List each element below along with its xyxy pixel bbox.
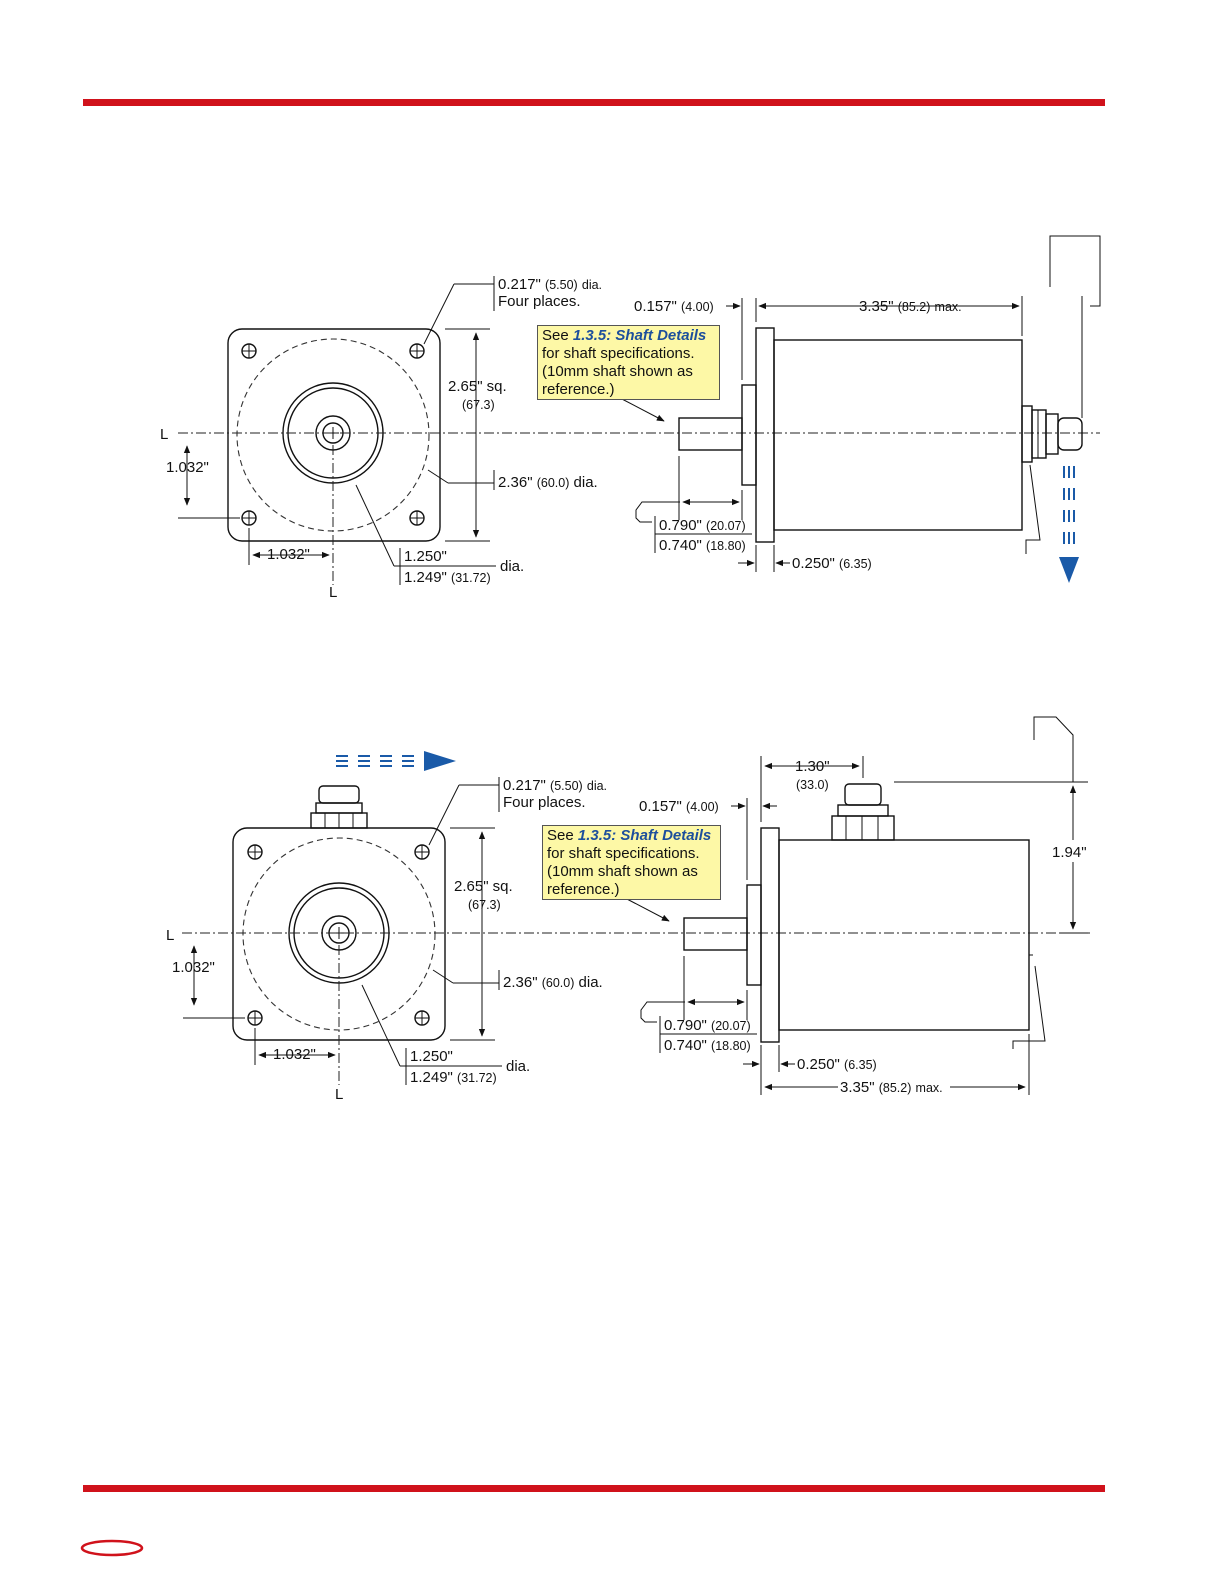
svg-text:0.740" (18.80): 0.740" (18.80) — [664, 1037, 751, 1054]
front-view-rear-connector: L L 0.217" (5.50) dia. Four places. 2.65… — [160, 276, 1100, 601]
svg-text:dia.: dia. — [500, 558, 524, 575]
svg-text:1.250": 1.250" — [410, 1048, 453, 1065]
svg-text:1.30": 1.30" — [795, 758, 830, 775]
svg-text:1.250": 1.250" — [404, 548, 447, 565]
svg-text:Four places.: Four places. — [498, 293, 581, 310]
svg-text:1.249" (31.72): 1.249" (31.72) — [404, 569, 491, 586]
logo-icon — [80, 1539, 144, 1557]
side-view-side-connector: 1.30" (33.0) 1.94" 0.157" (4.00) 0.790" … — [624, 716, 1090, 1096]
svg-text:dia.: dia. — [506, 1058, 530, 1075]
centerline-label: L — [166, 927, 174, 944]
cable-direction-arrow-icon — [1059, 466, 1079, 583]
svg-text:0.740" (18.80): 0.740" (18.80) — [659, 537, 746, 554]
svg-text:(33.0): (33.0) — [796, 778, 829, 792]
svg-text:1.94": 1.94" — [1052, 844, 1087, 861]
svg-text:0.157" (4.00): 0.157" (4.00) — [639, 798, 719, 815]
shaft-details-link[interactable]: 1.3.5: Shaft Details — [577, 827, 712, 844]
svg-text:2.36" (60.0) dia.: 2.36" (60.0) dia. — [503, 974, 603, 991]
shaft-details-link[interactable]: 1.3.5: Shaft Details — [572, 327, 707, 344]
shaft-details-note: See 1.3.5: Shaft Details for shaft speci… — [542, 825, 721, 900]
centerline-label: L — [329, 584, 337, 601]
svg-text:(67.3): (67.3) — [468, 898, 501, 912]
top-rule — [83, 99, 1105, 106]
svg-text:0.217" (5.50) dia.: 0.217" (5.50) dia. — [498, 276, 602, 293]
svg-text:1.032": 1.032" — [267, 546, 310, 563]
svg-text:1.032": 1.032" — [166, 459, 209, 476]
mounting-hole-icon — [247, 844, 430, 1026]
svg-text:(67.3): (67.3) — [462, 398, 495, 412]
centerline-label: L — [160, 426, 168, 443]
side-view-rear-connector: 0.157" (4.00) 3.35" (85.2) max. 0.790" (… — [619, 235, 1101, 583]
shaft-details-note: See 1.3.5: Shaft Details for shaft speci… — [537, 325, 720, 400]
svg-text:1.032": 1.032" — [172, 959, 215, 976]
cable-direction-arrow-icon — [336, 751, 456, 771]
svg-text:2.65" sq.: 2.65" sq. — [454, 878, 513, 895]
svg-text:0.790" (20.07): 0.790" (20.07) — [664, 1017, 751, 1034]
svg-text:3.35" (85.2) max.: 3.35" (85.2) max. — [840, 1079, 943, 1096]
svg-text:0.790" (20.07): 0.790" (20.07) — [659, 517, 746, 534]
svg-text:0.157" (4.00): 0.157" (4.00) — [634, 298, 714, 315]
svg-text:1.249" (31.72): 1.249" (31.72) — [410, 1069, 497, 1086]
mounting-hole-icon — [241, 343, 425, 526]
svg-text:1.032": 1.032" — [273, 1046, 316, 1063]
centerline-label: L — [335, 1086, 343, 1103]
front-view-side-connector: L L 0.217" (5.50) dia. Four places. 2.65… — [166, 751, 1090, 1103]
svg-text:3.35" (85.2) max.: 3.35" (85.2) max. — [859, 298, 962, 315]
svg-text:2.36" (60.0) dia.: 2.36" (60.0) dia. — [498, 474, 598, 491]
bottom-rule — [83, 1485, 1105, 1492]
svg-text:Four places.: Four places. — [503, 794, 586, 811]
svg-text:0.250" (6.35): 0.250" (6.35) — [797, 1056, 877, 1073]
svg-text:2.65" sq.: 2.65" sq. — [448, 378, 507, 395]
svg-text:0.250" (6.35): 0.250" (6.35) — [792, 555, 872, 572]
svg-text:0.217" (5.50) dia.: 0.217" (5.50) dia. — [503, 777, 607, 794]
